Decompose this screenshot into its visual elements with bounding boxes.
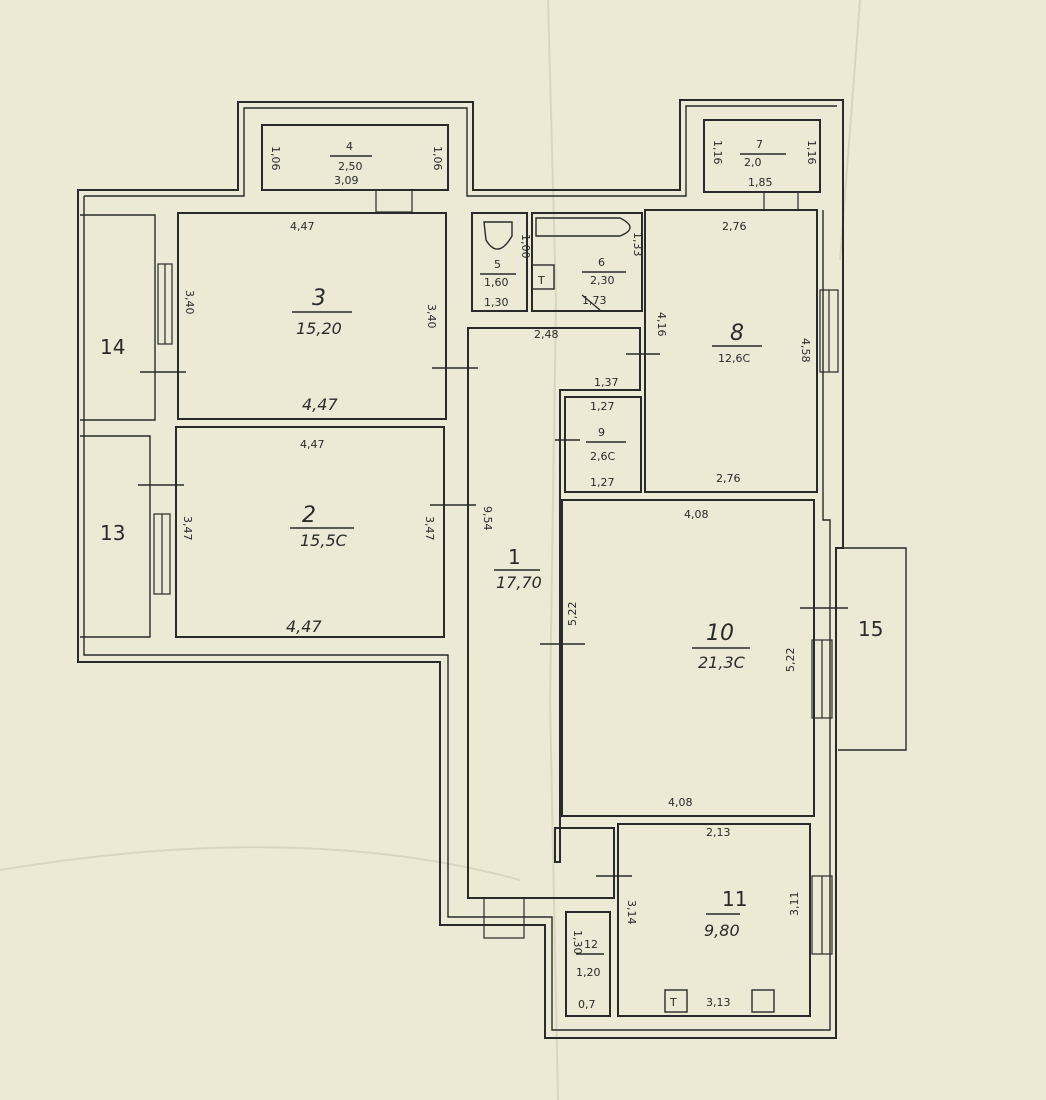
room-3-left-dim: 3,40 xyxy=(183,290,196,315)
room-8-left-dim: 4,16 xyxy=(655,312,668,337)
room-9-outline xyxy=(564,396,642,493)
balcony-14-label: 14 xyxy=(100,335,125,359)
room-6-right-dim: 1,33 xyxy=(631,232,644,257)
room-6-outline xyxy=(531,212,643,312)
room-7-left-dim: 1,16 xyxy=(711,140,724,165)
room-9-number: 9 xyxy=(598,426,605,439)
room-12-number: 12 xyxy=(584,938,598,951)
room-12-area: 1,20 xyxy=(576,966,601,979)
room-10-outline xyxy=(561,499,815,817)
room-1-number: 1 xyxy=(508,545,521,569)
door-marks xyxy=(138,294,848,913)
room-1-area: 17,70 xyxy=(496,573,542,592)
room-4-left-dim: 1,06 xyxy=(269,146,282,171)
room-9-area: 2,6С xyxy=(590,450,615,463)
room-11-right-dim: 3,11 xyxy=(788,892,801,917)
room-3-right-dim: 3,40 xyxy=(425,304,438,329)
balcony-13-outline xyxy=(80,435,151,638)
room-7-number: 7 xyxy=(756,138,763,151)
room-2-top-dim: 4,47 xyxy=(300,438,325,451)
room-6-bottom-dim: 1,73 xyxy=(582,294,607,307)
toilet-fixture xyxy=(483,221,513,250)
room-5-outline xyxy=(471,212,528,312)
bathtub-fixture xyxy=(535,217,631,237)
room-3-outline xyxy=(177,212,447,420)
room-4-outline xyxy=(261,124,449,191)
wc-mark: T xyxy=(537,274,545,287)
room-11-bottom-dim: 3,13 xyxy=(706,996,731,1009)
room-9-bottom-dim: 1,27 xyxy=(590,476,615,489)
room-8-area: 12,6С xyxy=(718,352,750,365)
balcony-15-outline xyxy=(838,547,907,751)
room-11-number: 11 xyxy=(722,887,747,911)
room-10-top-dim: 4,08 xyxy=(684,508,709,521)
room-7-outline xyxy=(703,119,821,193)
room-10-area: 21,3С xyxy=(698,653,746,672)
room-2-bottom-dim: 4,47 xyxy=(286,617,322,636)
room-3-bottom-dim: 4,47 xyxy=(302,395,338,414)
room-3-top-dim: 4,47 xyxy=(290,220,315,233)
room-12-left-dim: 1,30 xyxy=(571,930,584,955)
room-2-left-dim: 3,47 xyxy=(181,516,194,541)
room-7-bottom: 1,85 xyxy=(748,176,773,189)
room-7-area: 2,0 xyxy=(744,156,762,169)
room-4-right-dim: 1,06 xyxy=(431,146,444,171)
room-11-top-dim: 2,13 xyxy=(706,826,731,839)
room-5-right-dim: 1,00 xyxy=(519,234,532,259)
room-3-area: 15,20 xyxy=(296,319,342,338)
balcony-14-outline xyxy=(80,214,156,421)
room-8-right-dim: 4,58 xyxy=(799,338,812,363)
room-5-bottom-dim: 1,30 xyxy=(484,296,509,309)
room-4-width: 3,09 xyxy=(334,174,359,187)
room-8-top-dim: 2,76 xyxy=(722,220,747,233)
room-10-bottom-dim: 4,08 xyxy=(668,796,693,809)
room-2-number: 2 xyxy=(302,503,316,528)
room-6-area: 2,30 xyxy=(590,274,615,287)
balcony-13-label: 13 xyxy=(100,521,125,545)
room-3-number: 3 xyxy=(312,286,326,311)
room-9-top-dim: 1,27 xyxy=(590,400,615,413)
sink-fixture xyxy=(751,989,775,1013)
room-8-bottom-dim: 2,76 xyxy=(716,472,741,485)
sink-fixture xyxy=(531,264,555,290)
room-7-right-dim: 1,16 xyxy=(805,140,818,165)
room-2-outline xyxy=(175,426,445,638)
balcony-15-label: 15 xyxy=(858,617,883,641)
stove-fixture xyxy=(664,989,688,1013)
room-11-area: 9,80 xyxy=(704,921,740,940)
room-6-number: 6 xyxy=(598,256,605,269)
corridor-width-dim: 2,48 xyxy=(534,328,559,341)
room-5-area: 1,60 xyxy=(484,276,509,289)
room-1-outline xyxy=(467,327,641,899)
room-8-number: 8 xyxy=(730,321,744,346)
room-2-right-dim: 3,47 xyxy=(423,516,436,541)
room-8-outline xyxy=(644,209,818,493)
paper-crease xyxy=(0,846,521,881)
room-4-area: 2,50 xyxy=(338,160,363,173)
windows xyxy=(153,189,839,955)
room-11-outline xyxy=(617,823,811,1017)
room-10-number: 10 xyxy=(706,621,734,646)
room-5-number: 5 xyxy=(494,258,501,271)
room-11-left-dim: 3,14 xyxy=(625,900,638,925)
room-12-bottom-dim: 0,7 xyxy=(578,998,596,1011)
corridor-length-dim: 9,54 xyxy=(481,506,494,531)
stove-mark: T xyxy=(669,996,677,1009)
corridor-step-dim: 1,37 xyxy=(594,376,619,389)
paper-crease xyxy=(547,0,559,1100)
room-4-number: 4 xyxy=(346,140,353,153)
room-2-area: 15,5С xyxy=(300,531,348,550)
room-10-left-dim: 5,22 xyxy=(566,602,579,627)
room-10-right-dim: 5,22 xyxy=(784,648,797,673)
